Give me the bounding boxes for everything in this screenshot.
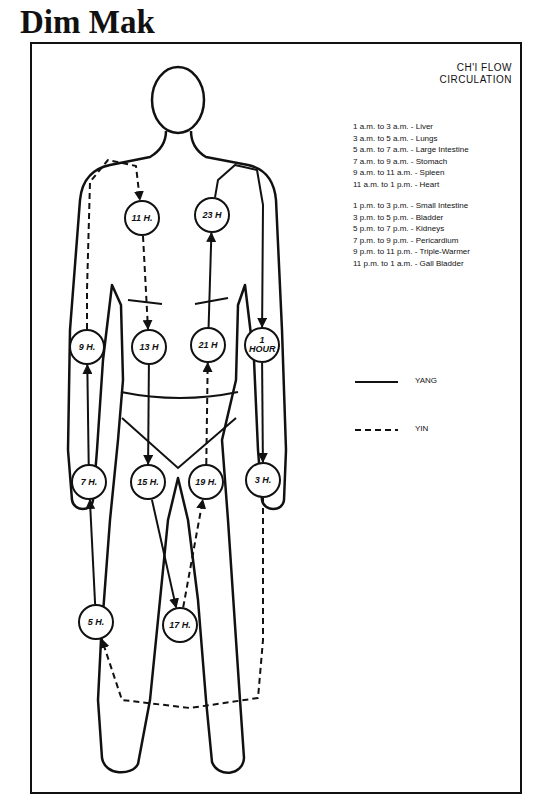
meridian-circle: 7 H. [71,464,107,500]
legend-sample [355,429,398,431]
hour-label: 23 H [202,211,221,220]
meridian-flow [143,236,148,329]
schedule-entry: 9 a.m. to 11 a.m. - Spleen [353,168,444,178]
meridian-circle: 21 H [190,327,226,363]
hour-label: 21 H [198,341,217,350]
meridian-flow [87,160,140,329]
schedule-entry: 3 p.m. to 5 p.m. - Bladder [353,213,443,223]
figure-briefs [121,392,238,468]
meridian-flow [209,233,212,327]
meridian-circle: 15 H. [130,464,166,500]
meridian-flow [152,500,176,608]
schedule-entry: 1 a.m. to 3 a.m. - Liver [353,122,433,132]
meridian-circle: 3 H. [245,462,281,498]
legend-text: YANG [415,376,437,386]
diagram-title: Dim Mak [20,4,155,40]
hour-label: 5 H. [88,618,105,627]
figure-chest [128,298,228,304]
schedule-entry: 9 p.m. to 11 p.m. - Triple-Warmer [353,247,470,257]
meridian-flow [87,365,88,464]
schedule-entry: 1 p.m. to 3 p.m. - Small Intestine [353,201,468,211]
meridian-flow [261,363,264,462]
meridian-flow [102,498,263,708]
schedule-entry: 3 a.m. to 5 a.m. - Lungs [353,134,437,144]
schedule-entry: 7 p.m. to 9 p.m. - Pericardium [353,236,458,246]
meridian-circle: 23 H [194,197,230,233]
hour-label: 1 HOUR [249,336,275,354]
schedule-entry: 7 a.m. to 9 a.m. - Stomach [353,157,447,167]
hour-label: 11 H. [132,214,153,223]
hour-label: 3 H. [255,476,272,485]
meridian-circle: 9 H. [69,329,105,365]
schedule-entry: 11 a.m. to 1 p.m. - Heart [353,180,439,190]
hour-label: 9 H. [79,343,96,352]
meridian-circle: 13 H [131,329,167,365]
figure-body [68,131,286,773]
schedule-entry: 5 p.m. to 7 p.m. - Kidneys [353,224,444,234]
frame [31,43,521,793]
meridian-flow [215,165,263,327]
hour-label: 17 H. [169,621,191,630]
meridian-flow [147,365,150,464]
legend-heading: CH'I FLOW CIRCULATION [428,62,512,86]
meridian-circle: 19 H. [188,464,224,500]
hour-label: 13 H [139,343,158,352]
meridian-flow [90,500,95,604]
meridian-circle: 1 HOUR [244,327,280,363]
meridian-flow [206,363,207,464]
figure-head [152,67,204,133]
meridian-circle: 11 H. [124,200,160,236]
meridian-circle: 5 H. [78,604,114,640]
legend-sample [355,381,398,383]
schedule-entry: 5 a.m. to 7 a.m. - Large Intestine [353,145,469,155]
hour-label: 7 H. [81,478,98,487]
meridian-circle: 17 H. [162,607,198,643]
hour-label: 19 H. [195,478,217,487]
hour-label: 15 H. [137,478,159,487]
meridian-flow [183,500,203,608]
schedule-entry: 11 p.m. to 1 a.m. - Gall Bladder [353,259,464,269]
legend-text: YIN [415,424,428,434]
